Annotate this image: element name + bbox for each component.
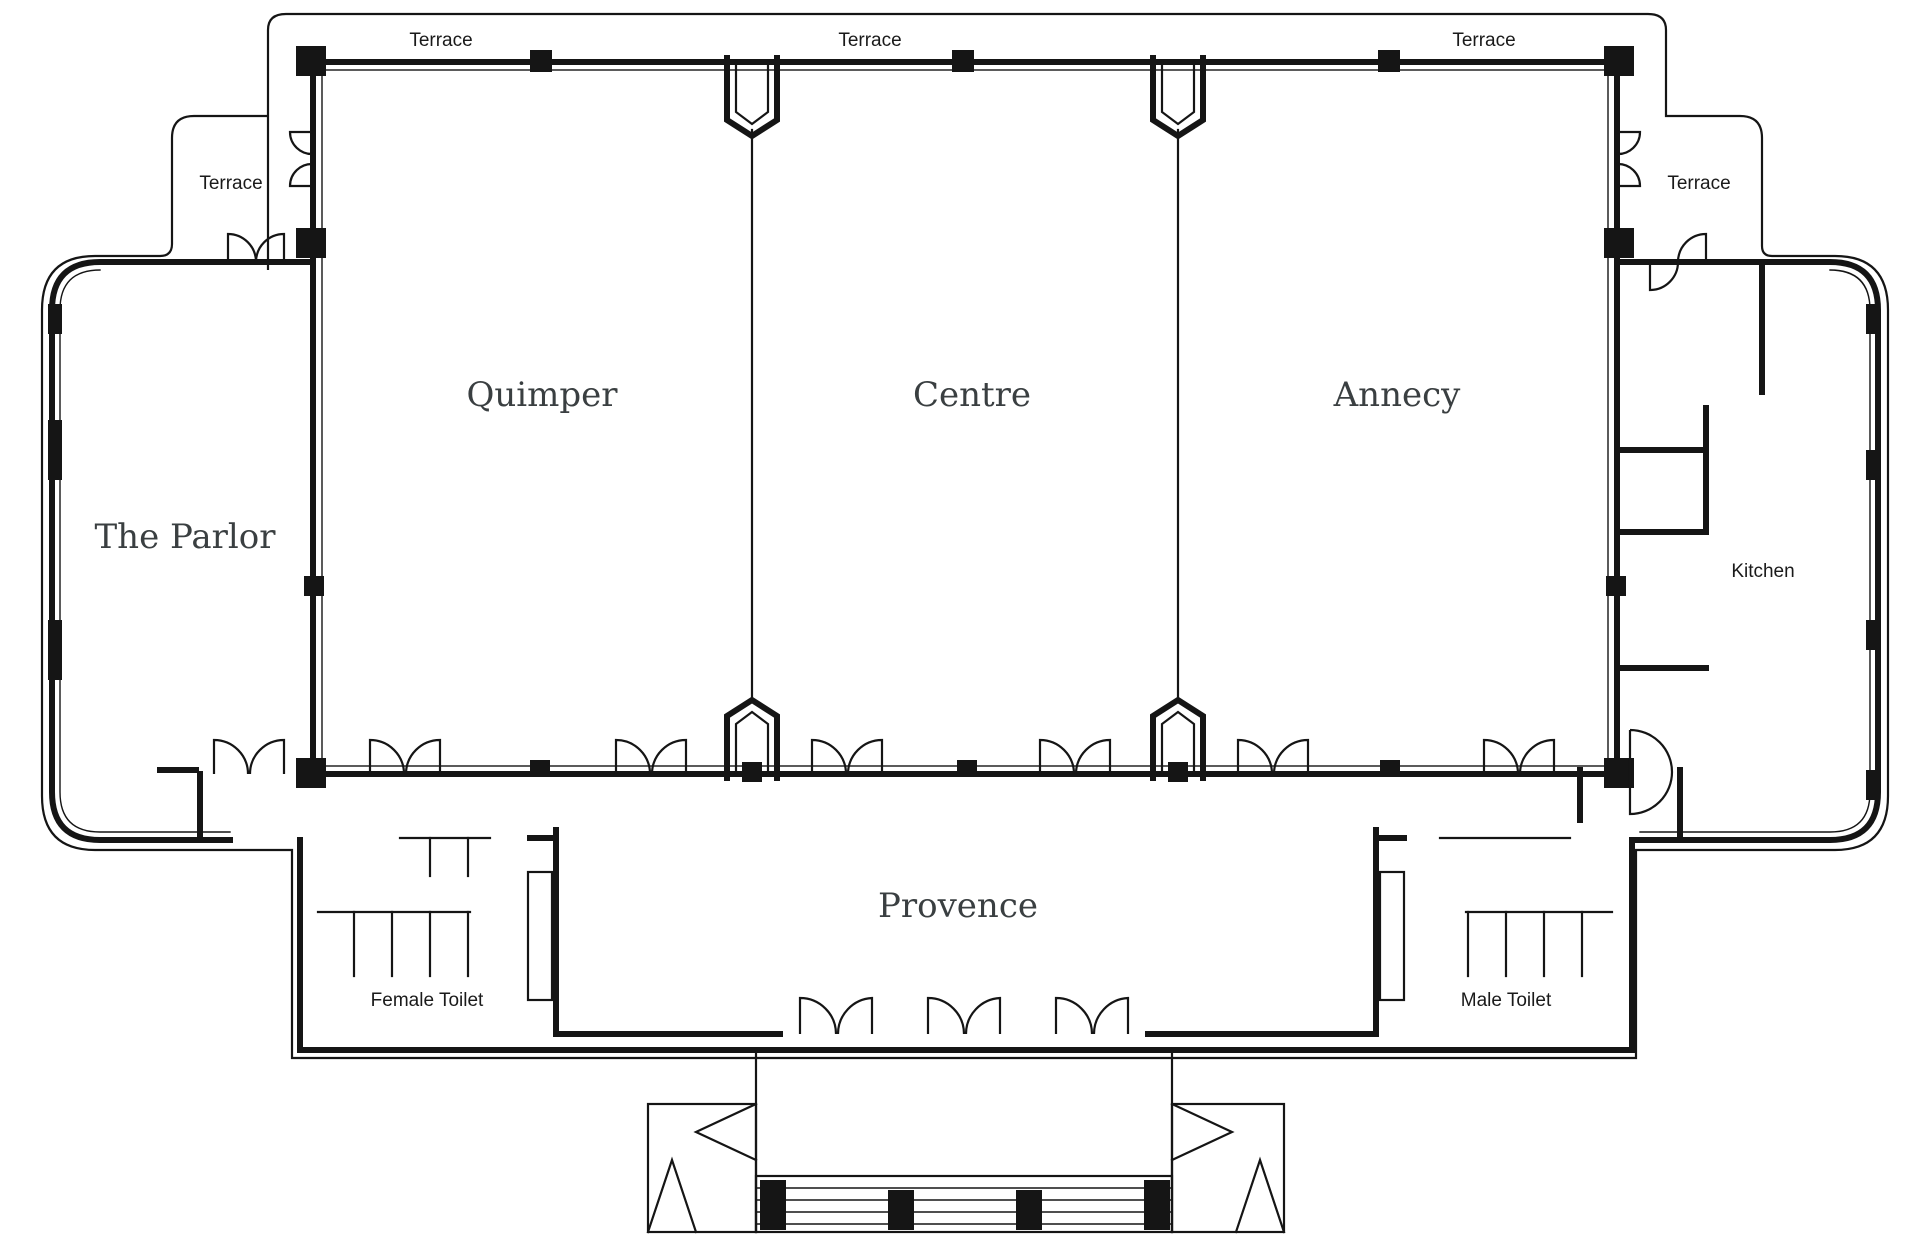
parlor-inner-wall bbox=[59, 269, 231, 833]
ballroom-doors bbox=[212, 728, 1674, 816]
columns bbox=[296, 46, 1634, 788]
kitchen-partitions bbox=[1614, 259, 1765, 839]
label-annecy: Annecy bbox=[1333, 375, 1462, 415]
label-terrace-right: Terrace bbox=[1667, 173, 1730, 194]
entrance-doors bbox=[798, 996, 1130, 1035]
label-male-toilet: Male Toilet bbox=[1461, 990, 1552, 1011]
label-parlor: The Parlor bbox=[95, 517, 277, 557]
provence-walls bbox=[157, 767, 1643, 1053]
male-toilet-fixtures bbox=[1373, 835, 1614, 1002]
partition-pockets bbox=[724, 55, 1206, 781]
entrance-stairs bbox=[646, 1048, 1286, 1234]
label-terrace-left: Terrace bbox=[199, 173, 262, 194]
label-quimper: Quimper bbox=[466, 375, 618, 415]
kitchen-inner-wall bbox=[1639, 269, 1871, 833]
ballroom-inner-line bbox=[321, 69, 1609, 767]
label-terrace-top-left: Terrace bbox=[409, 30, 472, 51]
label-terrace-top-right: Terrace bbox=[1452, 30, 1515, 51]
parlor-wall bbox=[49, 259, 313, 843]
parlor-windows bbox=[48, 304, 1880, 800]
female-toilet-fixtures bbox=[316, 835, 559, 1002]
label-provence: Provence bbox=[878, 886, 1038, 926]
label-kitchen: Kitchen bbox=[1731, 561, 1794, 582]
kitchen-wall bbox=[1617, 259, 1881, 843]
terrace-doors bbox=[226, 130, 1708, 292]
terrace-outline bbox=[40, 12, 1890, 1060]
label-centre: Centre bbox=[913, 375, 1031, 415]
ballroom-walls bbox=[310, 59, 1620, 777]
label-female-toilet: Female Toilet bbox=[371, 990, 484, 1011]
label-terrace-top-center: Terrace bbox=[838, 30, 901, 51]
